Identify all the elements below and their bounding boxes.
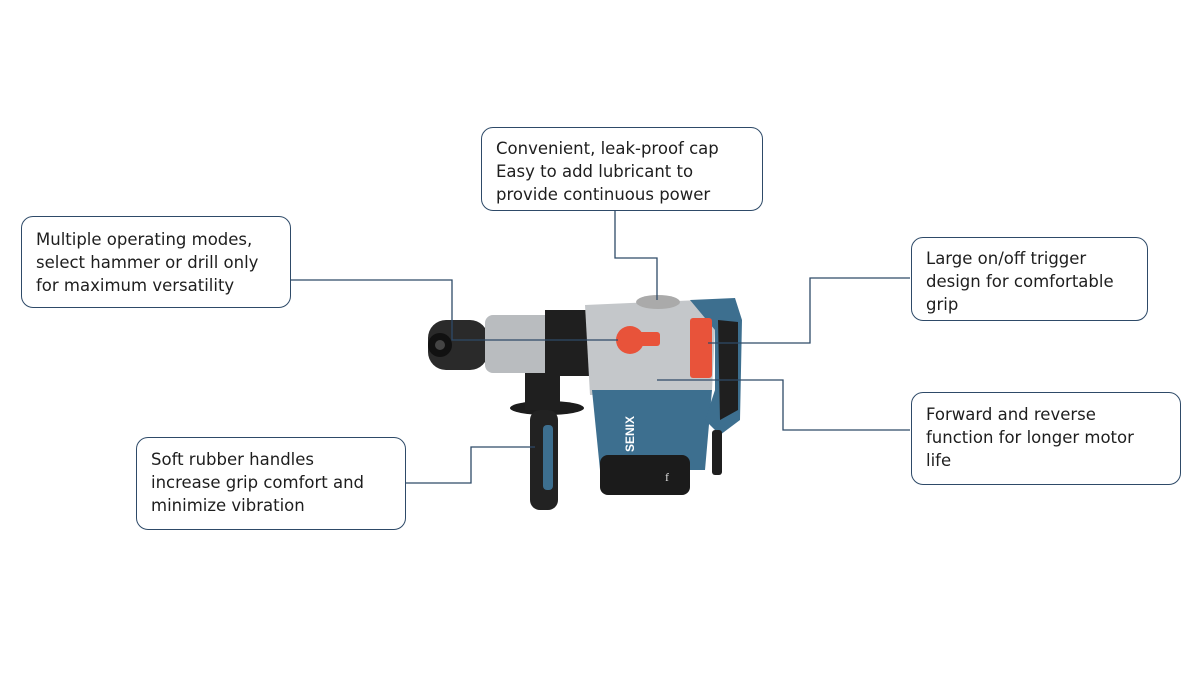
callout-line: life xyxy=(926,451,952,470)
callout-line: Multiple operating modes, xyxy=(36,230,253,249)
callout-line: select hammer or drill only xyxy=(36,253,259,272)
svg-text:f: f xyxy=(665,470,669,484)
callout-line: Large on/off trigger xyxy=(926,249,1087,268)
callout-line: provide continuous power xyxy=(496,185,711,204)
callout-line: for maximum versatility xyxy=(36,276,235,295)
callout-lubricant-cap: Convenient, leak-proof cap Easy to add l… xyxy=(481,127,763,211)
callout-line: design for comfortable xyxy=(926,272,1114,291)
callout-line: grip xyxy=(926,295,959,314)
callout-trigger: Large on/off trigger design for comforta… xyxy=(911,237,1148,321)
callout-line: Forward and reverse xyxy=(926,405,1096,424)
callout-line: Soft rubber handles xyxy=(151,450,315,469)
callout-forward-reverse: Forward and reverse function for longer … xyxy=(911,392,1181,485)
callout-rubber-handles: Soft rubber handles increase grip comfor… xyxy=(136,437,406,530)
leader-lines xyxy=(290,210,910,484)
hammer-drill-image: f SENIX xyxy=(428,295,742,510)
callout-line: minimize vibration xyxy=(151,496,305,515)
callout-operating-modes: Multiple operating modes, select hammer … xyxy=(21,216,291,308)
callout-line: Convenient, leak-proof cap xyxy=(496,139,719,158)
svg-text:SENIX: SENIX xyxy=(623,416,637,452)
callout-line: Easy to add lubricant to xyxy=(496,162,694,181)
callout-line: function for longer motor xyxy=(926,428,1134,447)
callout-line: increase grip comfort and xyxy=(151,473,365,492)
